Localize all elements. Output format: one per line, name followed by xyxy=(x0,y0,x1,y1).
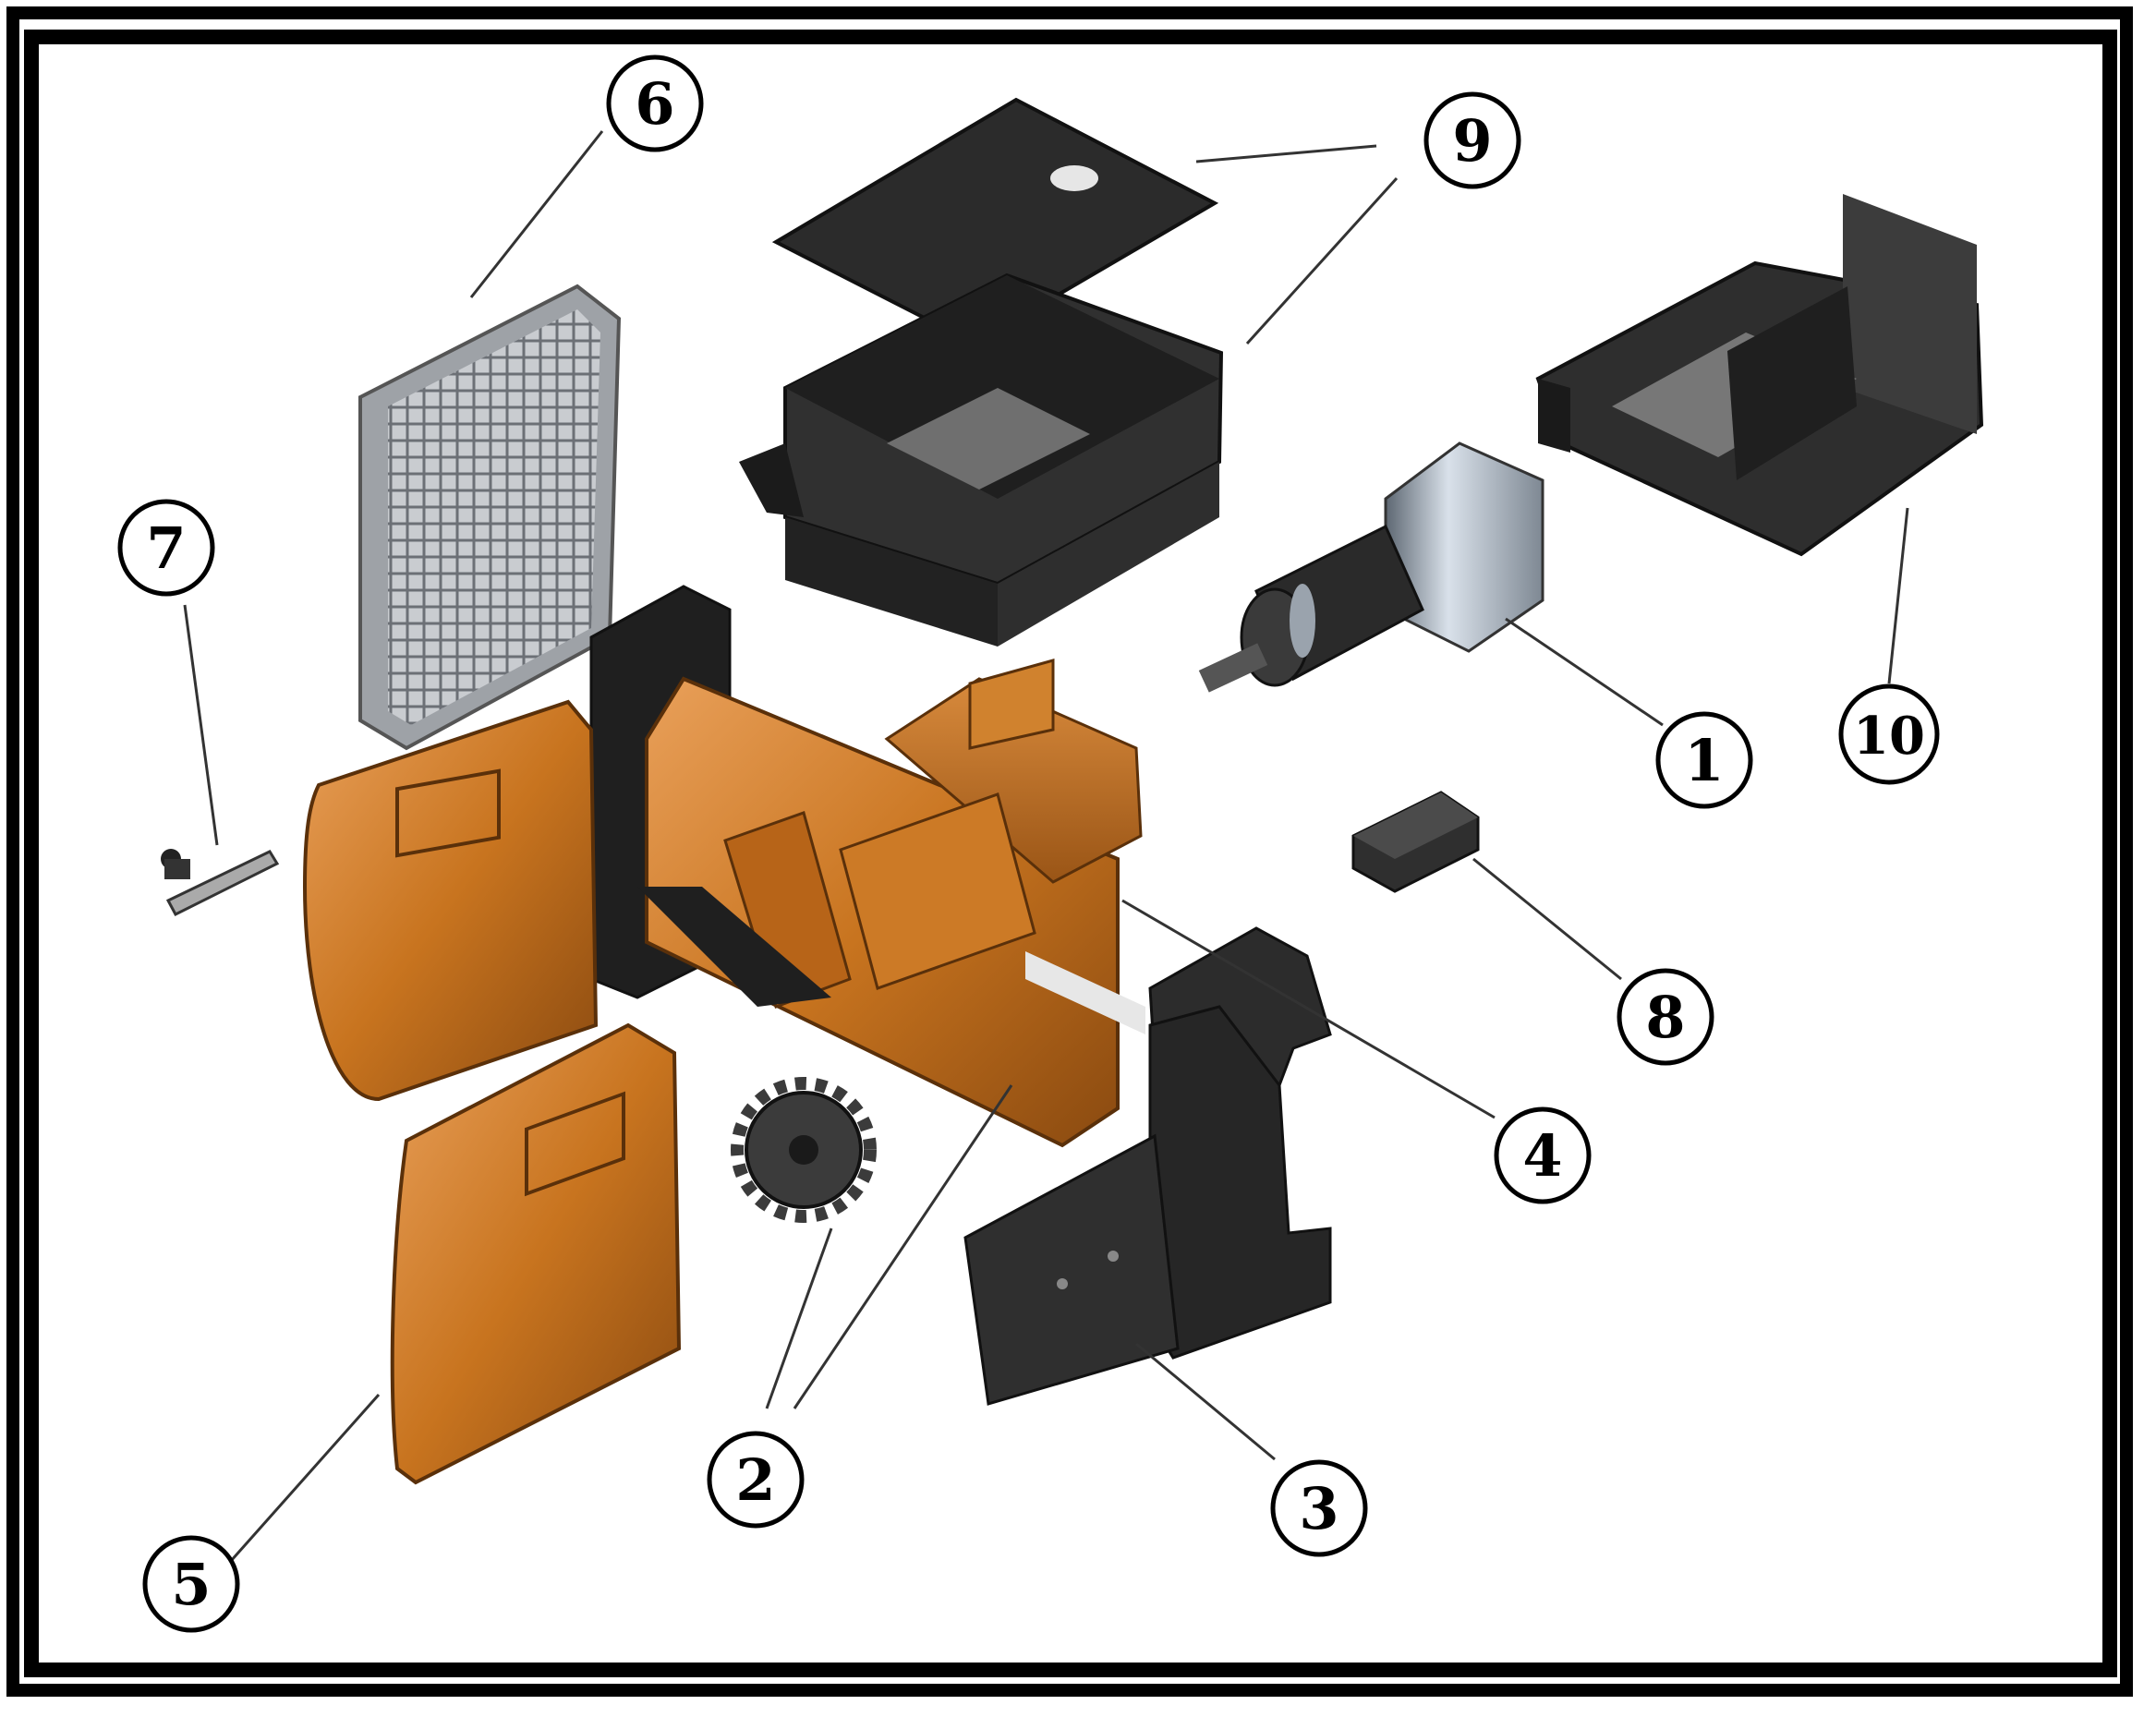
leader-3 xyxy=(1135,1342,1276,1461)
leader-9b xyxy=(1245,176,1399,345)
callout-2-label: 2 xyxy=(735,1446,775,1514)
callout-9: 9 xyxy=(1423,91,1521,189)
callout-3-label: 3 xyxy=(1299,1475,1338,1542)
callout-4: 4 xyxy=(1494,1106,1592,1204)
callout-7: 7 xyxy=(117,499,215,597)
part-7-screw xyxy=(161,849,280,916)
leader-2b xyxy=(793,1084,1013,1409)
callout-6-label: 6 xyxy=(635,70,674,138)
callout-10-label: 10 xyxy=(1853,706,1925,767)
part-3-bracket-plate xyxy=(963,1005,1332,1406)
callout-5: 5 xyxy=(142,1535,240,1633)
outer-border xyxy=(6,6,2133,1697)
leader-10 xyxy=(1887,507,1909,684)
callout-5-label: 5 xyxy=(171,1551,211,1618)
callout-2: 2 xyxy=(707,1431,805,1529)
callout-1: 1 xyxy=(1655,711,1753,809)
callout-8: 8 xyxy=(1617,968,1714,1066)
part-5-upper-cover xyxy=(302,699,599,1102)
part-10-tray xyxy=(1535,194,1984,557)
leader-4 xyxy=(1121,899,1496,1119)
leader-8 xyxy=(1472,857,1622,981)
leader-5 xyxy=(229,1394,381,1562)
inner-border xyxy=(24,30,2117,1677)
leader-6 xyxy=(469,130,604,298)
callout-10: 10 xyxy=(1838,683,1940,785)
callout-3: 3 xyxy=(1270,1459,1368,1557)
callout-9-label: 9 xyxy=(1452,107,1492,175)
part-8-block xyxy=(1351,791,1480,893)
leader-7 xyxy=(183,604,219,846)
callout-1-label: 1 xyxy=(1684,727,1724,794)
part-2-gear xyxy=(731,1077,877,1223)
leader-lines xyxy=(183,130,1909,1562)
leader-1 xyxy=(1505,617,1664,727)
part-5-lower-cover xyxy=(390,1022,682,1485)
part-6-mesh-filter xyxy=(358,284,622,751)
leader-2a xyxy=(765,1227,833,1409)
part-1-motor xyxy=(1198,441,1544,693)
callout-6: 6 xyxy=(606,54,704,152)
part-2-housing xyxy=(637,659,1145,1148)
part-9-box xyxy=(739,272,1224,647)
callout-7-label: 7 xyxy=(146,514,186,582)
part-9-lid xyxy=(771,97,1219,346)
leader-9a xyxy=(1195,144,1377,163)
callout-8-label: 8 xyxy=(1645,984,1685,1051)
callout-4-label: 4 xyxy=(1522,1122,1562,1190)
